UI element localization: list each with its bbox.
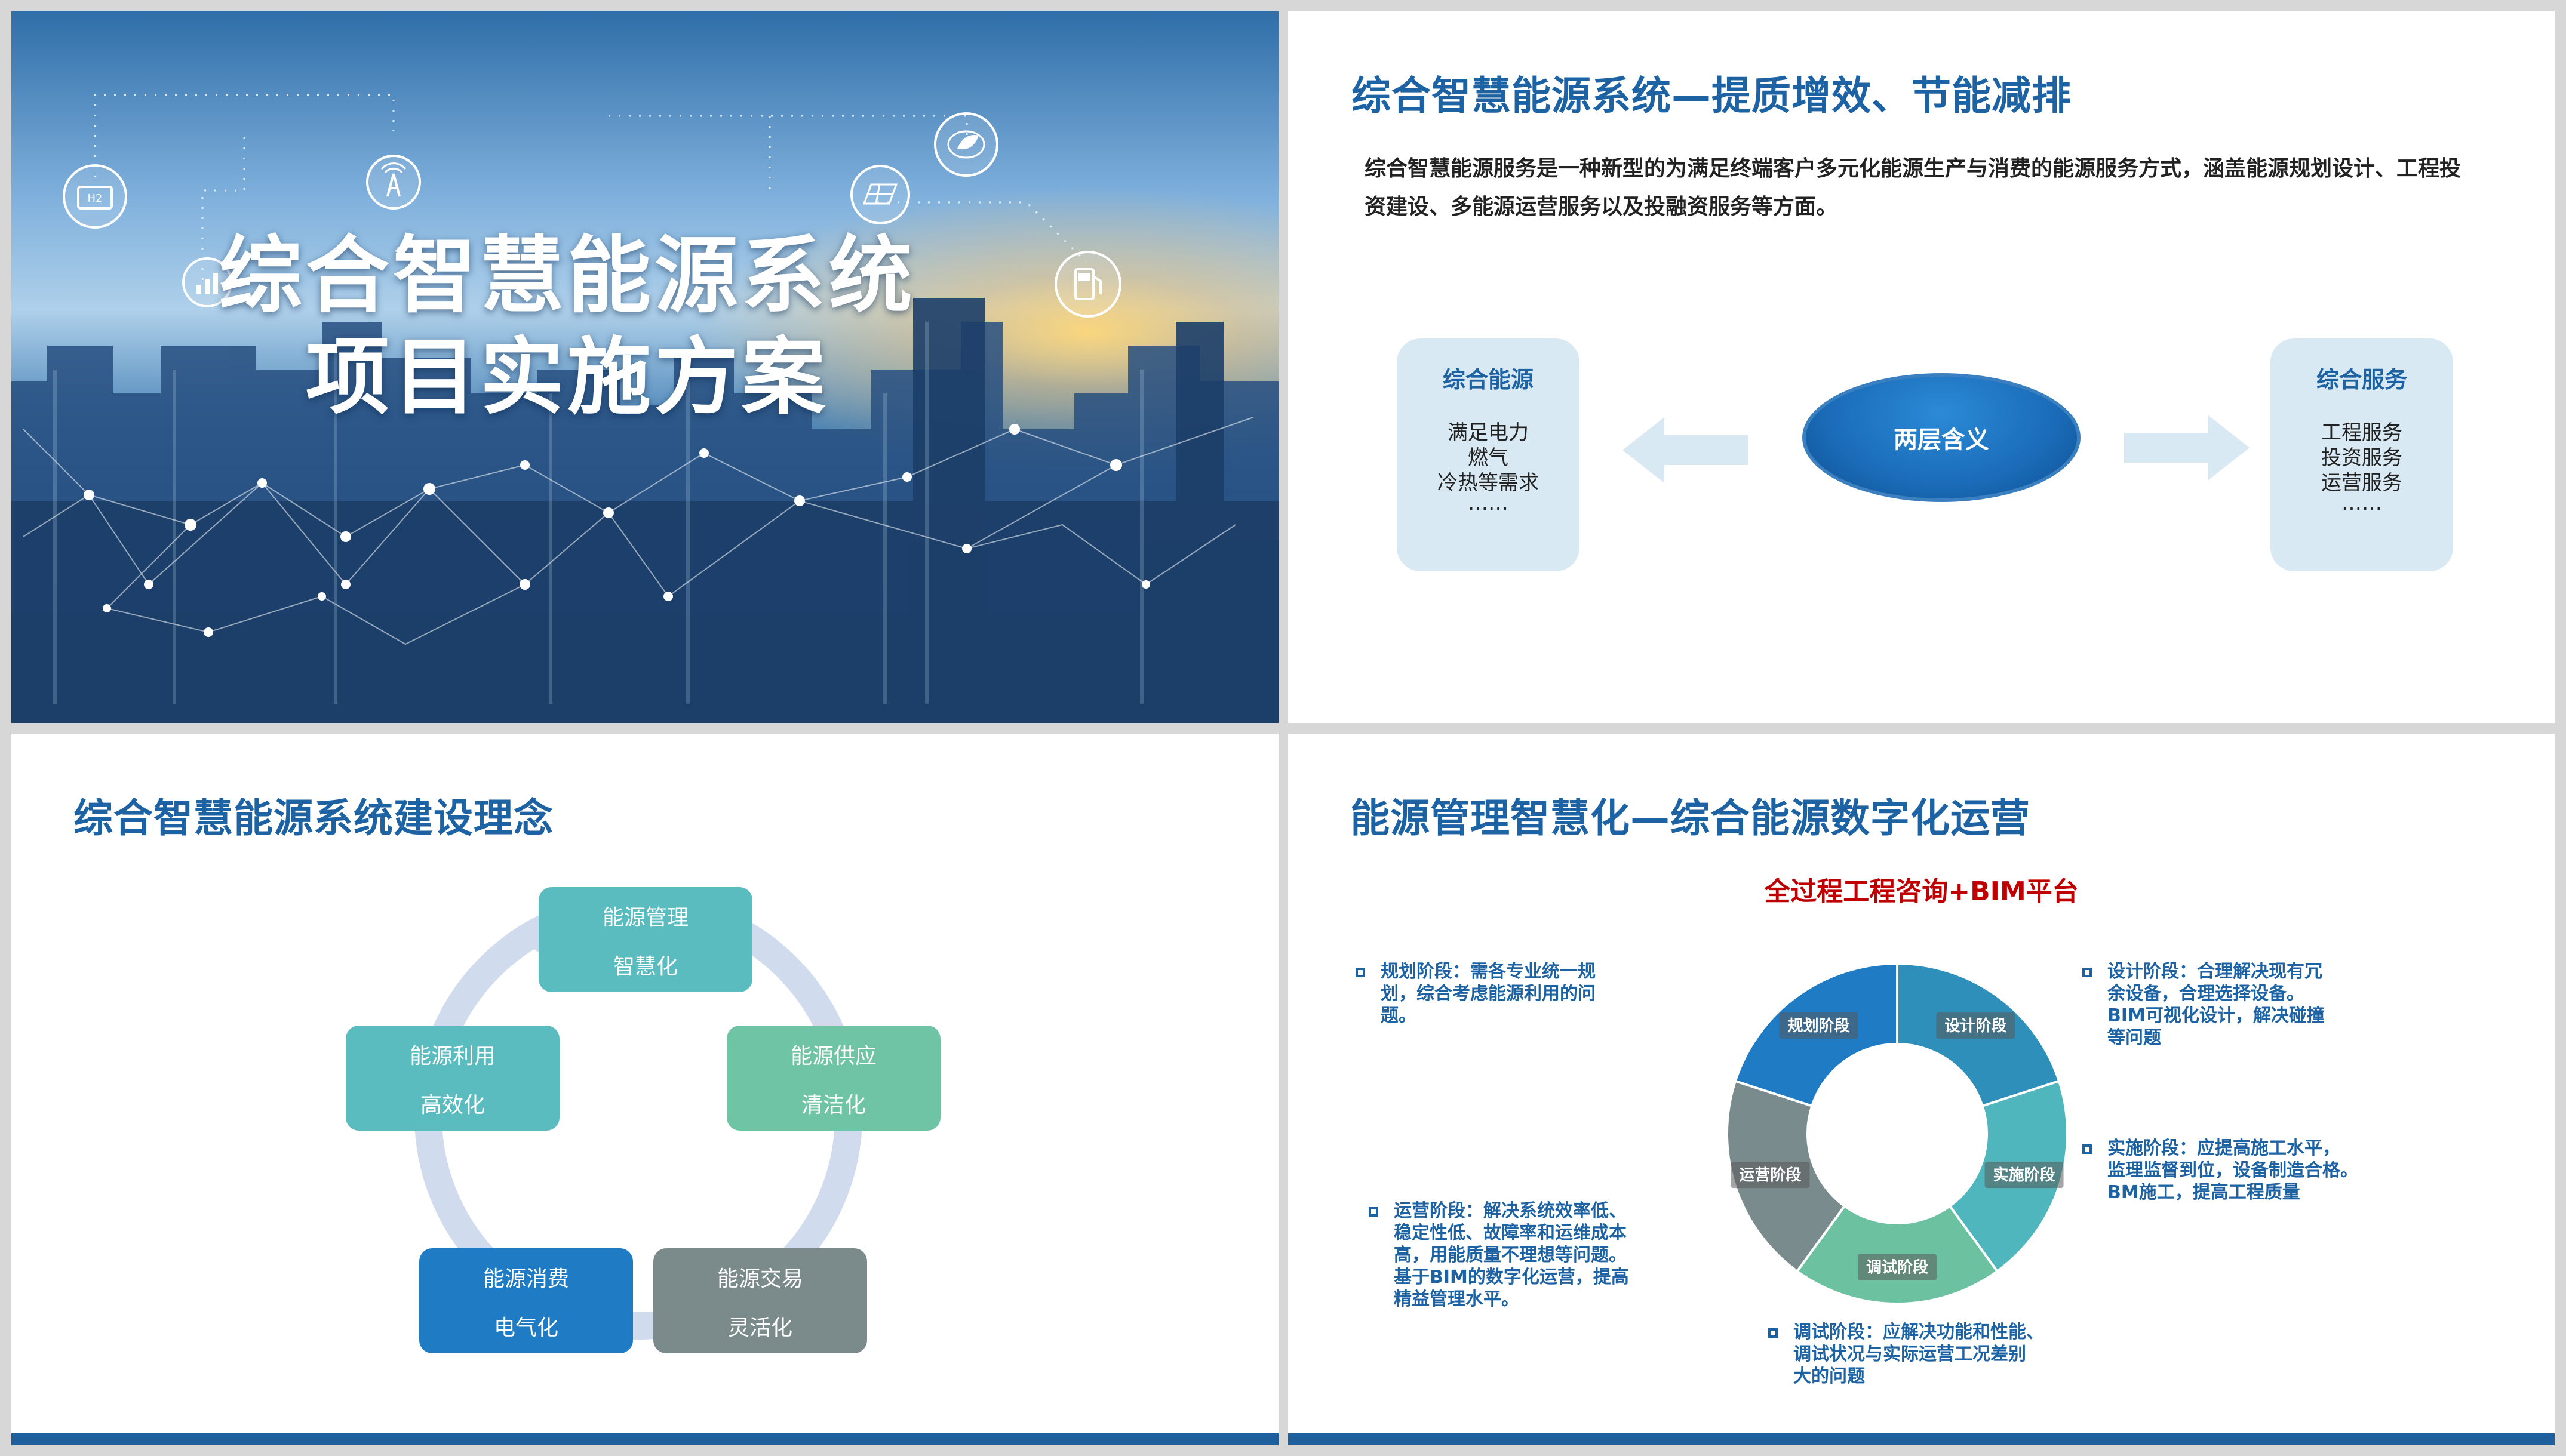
cover-title-line1: 综合智慧能源系统 [218, 227, 916, 325]
node-line1: 能源管理 [602, 906, 689, 930]
signal-tower-icon [366, 155, 421, 210]
left-box-integrated-energy: 综合能源 满足电力 燃气 冷热等需求 …… [1397, 338, 1579, 571]
node-line1: 能源利用 [409, 1044, 496, 1069]
checkbox-square-icon [2082, 967, 2092, 977]
slide4-subtitle: 全过程工程咨询+BIM平台 [1764, 876, 2079, 907]
right-box-title: 综合服务 [2316, 367, 2407, 393]
slide-concept[interactable]: 综合智慧能源系统建设理念 能源管理 智慧化 能源供应 清洁化 能源交易 灵活化 … [11, 734, 1279, 1445]
slide2-title: 综合智慧能源系统—提质增效、节能减排 [1351, 73, 2072, 119]
svg-text:设计阶段: 设计阶段 [1944, 1017, 2006, 1035]
arrow-right-icon [2124, 415, 2250, 481]
slide3-title: 综合智慧能源系统建设理念 [73, 795, 554, 841]
donut-slice-label: 运营阶段 [1731, 1162, 1810, 1189]
checkbox-square-icon [1356, 967, 1365, 977]
cycle-ring [414, 892, 862, 1340]
node-line1: 能源交易 [717, 1267, 803, 1291]
donut-slice-label: 设计阶段 [1936, 1012, 2015, 1039]
left-box-item: …… [1468, 491, 1508, 515]
slide4-title: 能源管理智慧化—综合能源数字化运营 [1350, 795, 2030, 841]
svg-text:H2: H2 [88, 192, 103, 205]
donut-slice-label: 规划阶段 [1779, 1012, 1858, 1039]
phase-design-text: 设计阶段：合理解决现有冗 余设备，合理选择设备。 BIM可视化设计，解决碰撞 等… [2082, 961, 2325, 1049]
node-energy-consumption: 能源消费 电气化 [419, 1248, 633, 1353]
phase-implementation-text: 实施阶段：应提高施工水平， 监理监督到位，设备制造合格。 BM施工，提高工程质量 [2082, 1137, 2358, 1203]
right-box-item: 投资服务 [2321, 446, 2402, 470]
phase-operation-text: 运营阶段：解决系统效率低、 稳定性低、故障率和运维成本 高，用能质量不理想等问题… [1369, 1200, 1629, 1310]
donut-slice-label: 实施阶段 [1984, 1162, 2064, 1189]
hydrogen-battery-icon: H2 [63, 164, 127, 229]
solar-panel-icon [850, 165, 910, 224]
node-line1: 能源消费 [483, 1267, 569, 1291]
svg-text:调试阶段: 调试阶段 [1866, 1258, 1928, 1277]
left-box-item: 燃气 [1468, 446, 1508, 470]
checkbox-square-icon [2082, 1144, 2092, 1154]
arrow-left-icon [1622, 417, 1748, 483]
bar-chart-icon [182, 257, 232, 307]
checkbox-square-icon [1768, 1328, 1778, 1338]
svg-text:实施阶段: 实施阶段 [1993, 1166, 2055, 1184]
right-box-integrated-service: 综合服务 工程服务 投资服务 运营服务 …… [2270, 338, 2453, 571]
left-box-item: 满足电力 [1448, 421, 1529, 445]
leaf-globe-icon [934, 112, 998, 177]
fuel-station-icon [1055, 251, 1121, 318]
node-line2: 智慧化 [613, 955, 678, 979]
phase-commissioning-text: 调试阶段：应解决功能和性能、 调试状况与实际运营工况差别 大的问题 [1768, 1321, 2044, 1387]
donut-slice-label: 调试阶段 [1858, 1254, 1937, 1280]
center-oval-two-meanings: 两层含义 [1802, 373, 2081, 502]
slide-meaning[interactable]: 综合智慧能源系统—提质增效、节能减排 综合智慧能源服务是一种新型的为满足终端客户… [1288, 11, 2555, 723]
node-line1: 能源供应 [790, 1044, 877, 1069]
slide2-intro: 综合智慧能源服务是一种新型的为满足终端客户多元化能源生产与消费的能源服务方式，涵… [1365, 156, 2461, 219]
svg-text:运营阶段: 运营阶段 [1739, 1166, 1801, 1184]
left-box-item: 冷热等需求 [1437, 471, 1539, 495]
slide-cover[interactable]: H2 综合智慧能源系统 项目实施方案 [11, 11, 1279, 723]
footer-bar [11, 1433, 1279, 1445]
slide-digital-operation[interactable]: 能源管理智慧化—综合能源数字化运营 全过程工程咨询+BIM平台 规划阶段：需各专… [1288, 734, 2555, 1445]
node-energy-supply: 能源供应 清洁化 [727, 1026, 941, 1131]
node-line2: 灵活化 [727, 1316, 792, 1340]
right-box-item: 运营服务 [2321, 471, 2402, 495]
node-energy-utilization: 能源利用 高效化 [346, 1026, 560, 1131]
cover-title-line2: 项目实施方案 [305, 329, 829, 426]
node-energy-trading: 能源交易 灵活化 [653, 1248, 867, 1353]
left-box-title: 综合能源 [1442, 367, 1534, 393]
phase-planning-text: 规划阶段：需各专业统一规 划，综合考虑能源利用的问 题。 [1356, 961, 1596, 1027]
node-line2: 高效化 [420, 1093, 485, 1118]
node-line2: 清洁化 [801, 1093, 866, 1118]
node-energy-management: 能源管理 智慧化 [539, 887, 752, 992]
city-skyline [11, 94, 1279, 723]
footer-bar [1288, 1433, 2555, 1445]
checkbox-square-icon [1369, 1206, 1378, 1217]
node-line2: 电气化 [493, 1316, 558, 1340]
right-box-item: 工程服务 [2321, 421, 2402, 445]
right-box-item: …… [2341, 491, 2382, 515]
svg-text:规划阶段: 规划阶段 [1788, 1017, 1850, 1035]
